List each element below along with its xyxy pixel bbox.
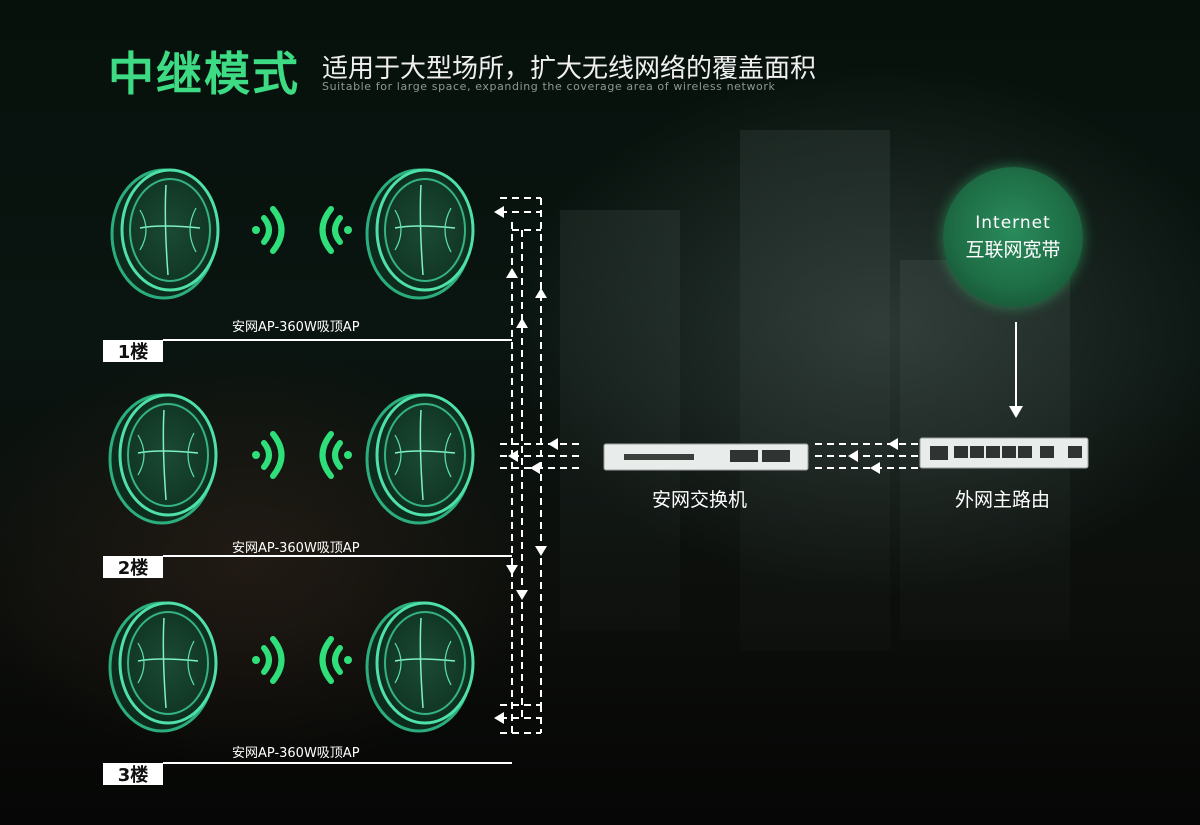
floor-tag: 1楼 xyxy=(103,340,163,363)
ap-device xyxy=(110,168,220,300)
page-subtitle-en: Suitable for large space, expanding the … xyxy=(322,80,776,93)
router-device xyxy=(919,437,1089,469)
ap-device xyxy=(108,601,218,733)
wifi-signal-icon xyxy=(252,206,352,254)
floor-tag: 3楼 xyxy=(103,763,163,786)
wifi-signal-icon xyxy=(252,431,352,479)
wifi-signal-icon xyxy=(252,636,352,684)
floor-tag: 2楼 xyxy=(103,556,163,579)
ap-device xyxy=(365,168,475,300)
internet-bubble: Internet 互联网宽带 xyxy=(943,167,1083,307)
ap-label: 安网AP-360W吸顶AP xyxy=(232,320,360,335)
broadband-label: 互联网宽带 xyxy=(965,238,1061,261)
ap-label: 安网AP-360W吸顶AP xyxy=(232,746,360,761)
ap-device xyxy=(365,393,475,525)
page-title: 中继模式 xyxy=(108,47,300,101)
background-building xyxy=(740,130,890,650)
switch-device xyxy=(603,443,809,471)
page-subtitle: 适用于大型场所，扩大无线网络的覆盖面积 xyxy=(322,54,817,84)
background-building xyxy=(560,210,680,630)
internet-label: Internet xyxy=(975,212,1051,233)
switch-label: 安网交换机 xyxy=(652,489,748,511)
ap-device xyxy=(108,393,218,525)
router-label: 外网主路由 xyxy=(955,489,1051,511)
ap-device xyxy=(365,601,475,733)
ap-label: 安网AP-360W吸顶AP xyxy=(232,541,360,556)
